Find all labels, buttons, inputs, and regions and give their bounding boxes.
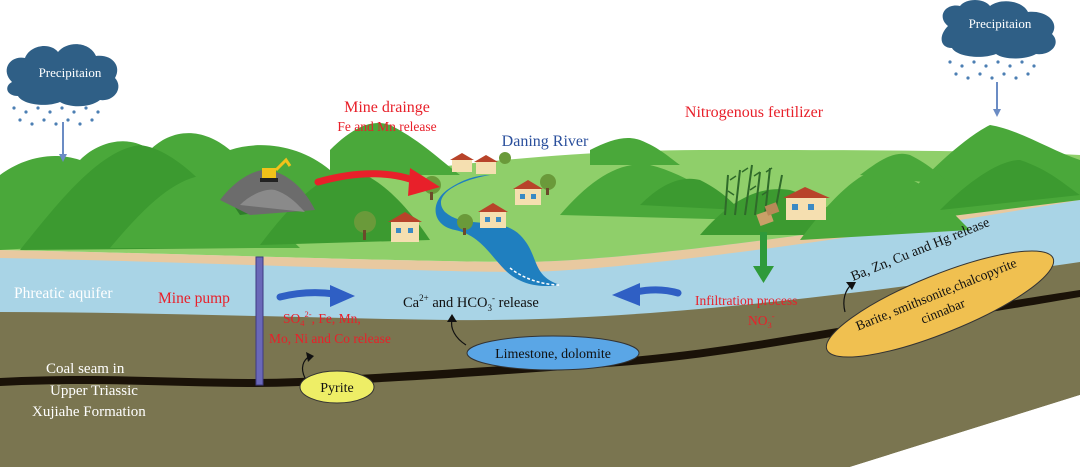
aquifer-layer [0,195,1080,321]
rain-right [948,60,1036,80]
blue-arrow-right [612,283,682,306]
fertilizer-bag-icon [756,202,780,227]
release-left-line2: Mo, Ni and Co release [269,331,391,346]
pyrite-ellipse [299,370,375,404]
release-center-label: Ca2+ and HCO3- release [403,293,539,313]
river-label: Daning River [502,133,589,150]
red-arrow [314,168,440,196]
house-4 [450,153,474,172]
release-left-line1: SO42-, Fe, Mn, [283,309,361,328]
excavator-icon [260,157,292,182]
precipitation-right-label: Precipitaion [969,16,1032,31]
house-5 [474,155,498,174]
limestone-pointer [450,319,467,346]
river [435,175,560,287]
limestone-ellipse [466,335,640,371]
green-arrow [753,232,774,283]
infiltration-label: Infiltration process [695,293,797,308]
mine-pump-label: Mine pump [158,290,230,307]
cloud-right: Precipitaion [941,0,1056,80]
mine-pump-pole [255,256,264,386]
houses [388,153,830,242]
coal-line3: Xujiahe Formation [32,404,146,420]
aquifer-label: Phreatic aquifer [14,285,113,302]
coal-line1: Coal seam in [46,361,125,377]
mountains-right [560,125,1080,240]
house-6 [783,187,830,220]
blue-arrow-left [276,285,355,307]
house-2 [478,203,508,228]
precipitation-left-label: Precipitaion [39,65,102,80]
house-1 [388,212,422,242]
limestone-label: Limestone, dolomite [495,347,611,362]
mine-drainage-title: Mine drainge [344,99,430,116]
soil-side [850,395,1080,467]
mine-drainage-sub: Fe and Mn release [337,119,436,134]
cloud-left: Precipitaion [6,44,119,126]
pyrite-label: Pyrite [320,381,353,396]
no3-label: NO3- [748,311,775,330]
minerals-ellipse [825,250,1055,358]
fertilizer-label: Nitrogenous fertilizer [685,104,824,121]
rain-left [12,106,100,126]
coal-line2: Upper Triassic [50,383,138,399]
house-3 [513,180,543,205]
crop-field [724,164,783,216]
